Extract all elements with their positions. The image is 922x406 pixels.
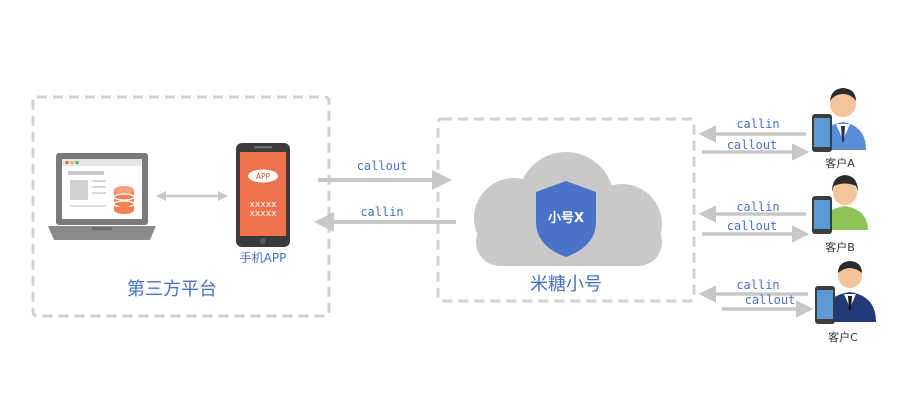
app-label: 手机APP [240, 251, 287, 265]
mitang-title: 米糖小号 [530, 274, 602, 295]
phone-icon [236, 143, 290, 247]
laptop-icon [48, 153, 156, 240]
third-party-platform-title: 第三方平台 [127, 279, 217, 300]
database-icon [113, 186, 135, 214]
customer-a-label: 客户A [825, 156, 855, 170]
shield-label: 小号X [548, 211, 584, 226]
third-party-platform-box [31, 95, 331, 318]
customer-c-callout-label: callout [745, 293, 796, 307]
callin-label: callin [360, 205, 403, 219]
app-code-line-1: xxxxx [249, 200, 277, 210]
callout-label: callout [357, 159, 408, 173]
customer-avatar-icon [812, 175, 868, 234]
customer-c-callin-label: callin [736, 278, 779, 292]
shield-icon [536, 181, 596, 257]
customer-b-label: 客户B [825, 240, 855, 254]
customer-a-callout-label: callout [727, 138, 778, 152]
customer-a-callin-label: callin [736, 117, 779, 131]
customer-avatar-icon [812, 88, 866, 152]
customer-b-callout-label: callout [727, 219, 778, 233]
customer-b-callin-label: callin [736, 200, 779, 214]
customer-c-label: 客户C [828, 330, 858, 344]
app-badge-label: APP [256, 172, 271, 181]
app-code-line-2: xxxxx [249, 209, 277, 219]
mitang-box [436, 117, 696, 303]
customer-avatar-icon [815, 261, 876, 324]
